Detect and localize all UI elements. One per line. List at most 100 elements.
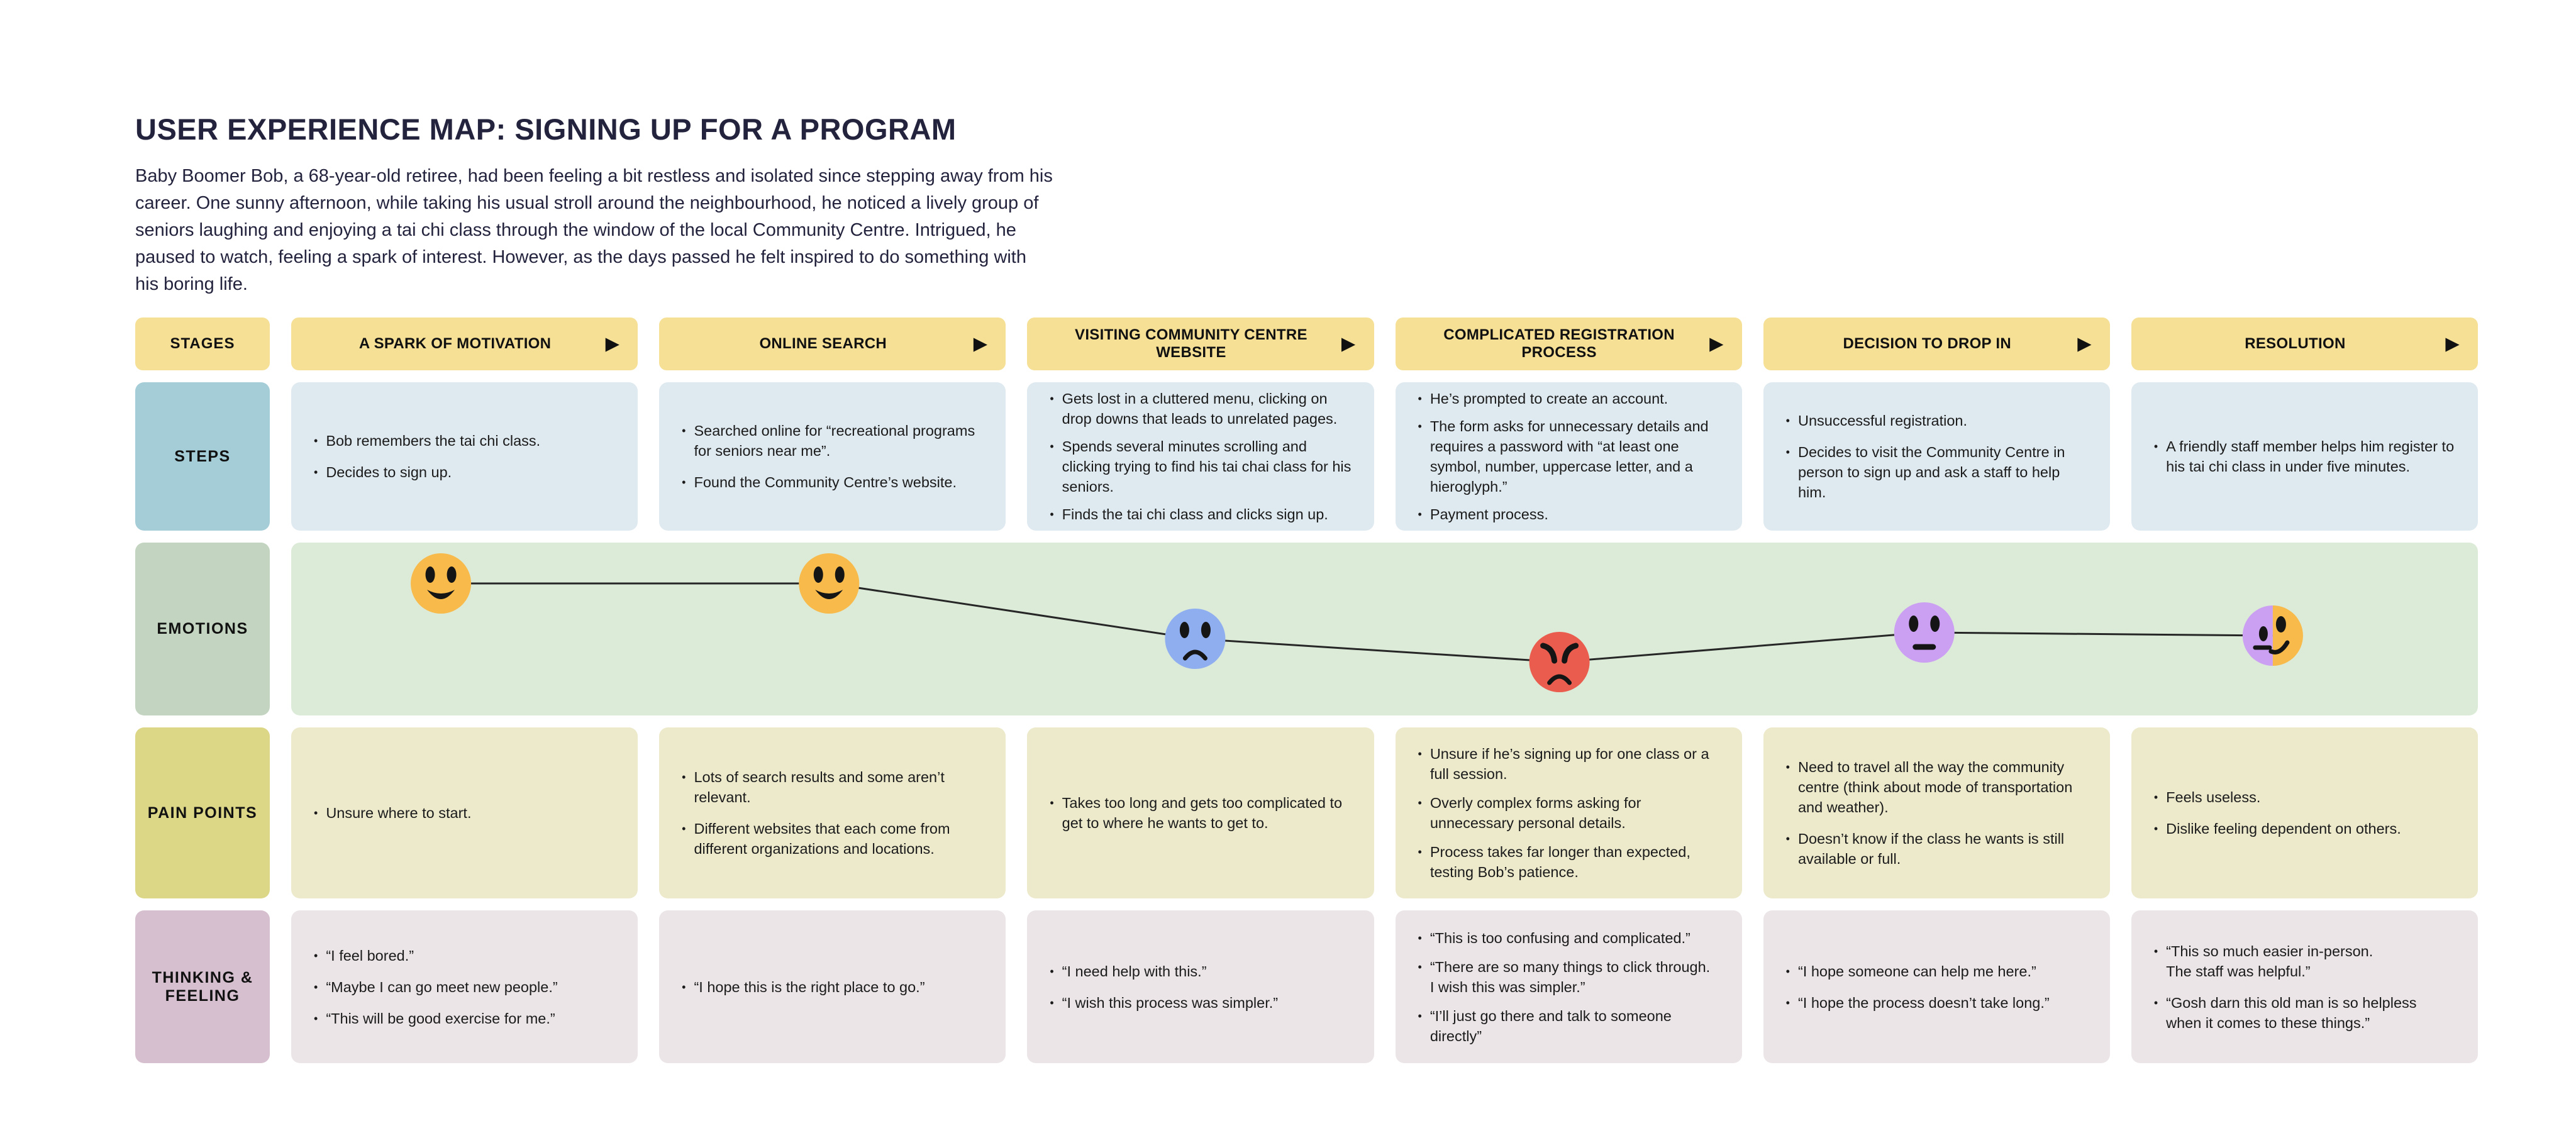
arrow-right-icon: ▶	[974, 334, 987, 353]
bullet-icon: •	[1418, 748, 1422, 760]
emotion-node-angry	[1529, 632, 1590, 692]
bullet-icon: •	[1785, 832, 1790, 845]
list-item: •“Gosh darn this old man is so helpless …	[2154, 993, 2455, 1033]
list-item: •“I hope the process doesn’t take long.”	[1786, 993, 2087, 1013]
page-title: USER EXPERIENCE MAP: SIGNING UP FOR A PR…	[135, 113, 957, 146]
thinking-feeling-row-label: THINKING & FEELING	[135, 910, 270, 1063]
bullet-icon: •	[1785, 414, 1790, 427]
intro-paragraph: Baby Boomer Bob, a 68-year-old retiree, …	[135, 166, 1053, 294]
bullet-icon: •	[2153, 440, 2158, 453]
list-item: •Different websites that each come from …	[682, 819, 983, 859]
list-item: •Unsure where to start.	[314, 803, 615, 823]
bullet-icon: •	[2153, 996, 2158, 1009]
emotion-curve	[291, 543, 2478, 715]
bullet-icon: •	[682, 476, 686, 489]
stage-header-visiting-website[interactable]: VISITING COMMUNITY CENTRE WEBSITE ▶	[1027, 318, 1374, 370]
steps-cell-2: •Searched online for “recreational progr…	[659, 382, 1006, 531]
emotion-node-sad	[1165, 609, 1226, 669]
list-item: •Overly complex forms asking for unneces…	[1418, 793, 1719, 833]
list-item: •Unsure if he’s signing up for one class…	[1418, 744, 1719, 784]
steps-cell-5: •Unsuccessful registration. •Decides to …	[1763, 382, 2110, 531]
bullet-icon: •	[682, 771, 686, 783]
list-item: •Decides to sign up.	[314, 462, 615, 482]
list-item: •Unsuccessful registration.	[1786, 411, 2087, 431]
pain-cell-2: •Lots of search results and some aren’t …	[659, 727, 1006, 898]
bullet-icon: •	[314, 466, 318, 478]
stage-header-label: ONLINE SEARCH	[759, 335, 887, 352]
stage-header-label: RESOLUTION	[2245, 335, 2346, 352]
bullet-icon: •	[1785, 446, 1790, 458]
stage-header-online-search[interactable]: ONLINE SEARCH ▶	[659, 318, 1006, 370]
emotion-node-happy	[411, 553, 472, 614]
arrow-right-icon: ▶	[2445, 334, 2459, 353]
emotion-node-mixed	[2242, 605, 2303, 666]
bullet-icon: •	[314, 980, 318, 993]
stage-header-label: VISITING COMMUNITY CENTRE WEBSITE	[1075, 326, 1307, 361]
bullet-icon: •	[1050, 964, 1054, 978]
list-item: •He’s prompted to create an account.	[1418, 389, 1719, 409]
list-item: •Gets lost in a cluttered menu, clicking…	[1050, 389, 1351, 429]
bullet-icon: •	[1050, 996, 1054, 1009]
bullet-icon: •	[1050, 508, 1054, 521]
list-item: •Process takes far longer than expected,…	[1418, 842, 1719, 882]
bullet-icon: •	[1418, 960, 1422, 973]
bullet-icon: •	[682, 424, 686, 437]
list-item: •Decides to visit the Community Centre i…	[1786, 442, 2087, 502]
list-item: •“I feel bored.”	[314, 946, 615, 966]
emotion-curve-svg	[411, 553, 2303, 692]
bullet-icon: •	[1050, 797, 1054, 809]
arrow-right-icon: ▶	[2077, 334, 2091, 353]
stage-header-spark-of-motivation[interactable]: A SPARK OF MOTIVATION ▶	[291, 318, 638, 370]
pain-cell-6: •Feels useless. •Dislike feeling depende…	[2131, 727, 2478, 898]
stage-header-label: COMPLICATED REGISTRATION PROCESS	[1443, 326, 1675, 361]
list-item: •Dislike feeling dependent on others.	[2154, 819, 2455, 839]
bullet-icon: •	[314, 1012, 318, 1025]
list-item: •“Maybe I can go meet new people.”	[314, 977, 615, 997]
list-item: •“I wish this process was simpler.”	[1050, 993, 1351, 1013]
list-item: •“I hope someone can help me here.”	[1786, 961, 2087, 981]
emotion-node-happy	[799, 553, 860, 614]
thinking-cell-2: •“I hope this is the right place to go.”	[659, 910, 1006, 1063]
thinking-cell-6: •“This so much easier in-person. The sta…	[2131, 910, 2478, 1063]
list-item: •Found the Community Centre’s website.	[682, 472, 983, 492]
stages-row-label: STAGES	[135, 318, 270, 370]
list-item: •Doesn’t know if the class he wants is s…	[1786, 829, 2087, 869]
bullet-icon: •	[2153, 944, 2158, 958]
arrow-right-icon: ▶	[1341, 334, 1355, 353]
bullet-icon: •	[1785, 761, 1790, 773]
arrow-right-icon: ▶	[606, 334, 619, 353]
bullet-icon: •	[1050, 440, 1054, 453]
bullet-icon: •	[314, 807, 318, 819]
bullet-icon: •	[1050, 392, 1054, 405]
list-item: •Need to travel all the way the communit…	[1786, 757, 2087, 817]
bullet-icon: •	[2153, 822, 2158, 835]
list-item: •Spends several minutes scrolling and cl…	[1050, 436, 1351, 497]
bullet-icon: •	[314, 949, 318, 962]
list-item: •Payment process.	[1418, 504, 1719, 524]
bullet-icon: •	[682, 980, 686, 993]
steps-cell-3: •Gets lost in a cluttered menu, clicking…	[1027, 382, 1374, 531]
steps-cell-1: •Bob remembers the tai chi class. •Decid…	[291, 382, 638, 531]
thinking-cell-3: •“I need help with this.” •“I wish this …	[1027, 910, 1374, 1063]
bullet-icon: •	[2153, 791, 2158, 803]
bullet-icon: •	[1418, 420, 1422, 433]
list-item: •“This is too confusing and complicated.…	[1418, 928, 1719, 948]
pain-points-row-label: PAIN POINTS	[135, 727, 270, 898]
arrow-right-icon: ▶	[1709, 334, 1723, 353]
list-item: •A friendly staff member helps him regis…	[2154, 436, 2455, 477]
steps-cell-6: •A friendly staff member helps him regis…	[2131, 382, 2478, 531]
list-item: •Searched online for “recreational progr…	[682, 421, 983, 461]
list-item: •“I hope this is the right place to go.”	[682, 977, 983, 997]
list-item: •Feels useless.	[2154, 787, 2455, 807]
list-item: •“I’ll just go there and talk to someone…	[1418, 1006, 1719, 1046]
bullet-icon: •	[1418, 931, 1422, 944]
bullet-icon: •	[1785, 964, 1790, 978]
stage-header-registration-process[interactable]: COMPLICATED REGISTRATION PROCESS ▶	[1395, 318, 1742, 370]
emotion-node-neutral	[1894, 602, 1955, 663]
list-item: •Finds the tai chi class and clicks sign…	[1050, 504, 1351, 524]
stage-header-decision-to-drop-in[interactable]: DECISION TO DROP IN ▶	[1763, 318, 2110, 370]
stage-header-label: DECISION TO DROP IN	[1843, 335, 2011, 352]
thinking-cell-5: •“I hope someone can help me here.” •“I …	[1763, 910, 2110, 1063]
stage-header-resolution[interactable]: RESOLUTION ▶	[2131, 318, 2478, 370]
